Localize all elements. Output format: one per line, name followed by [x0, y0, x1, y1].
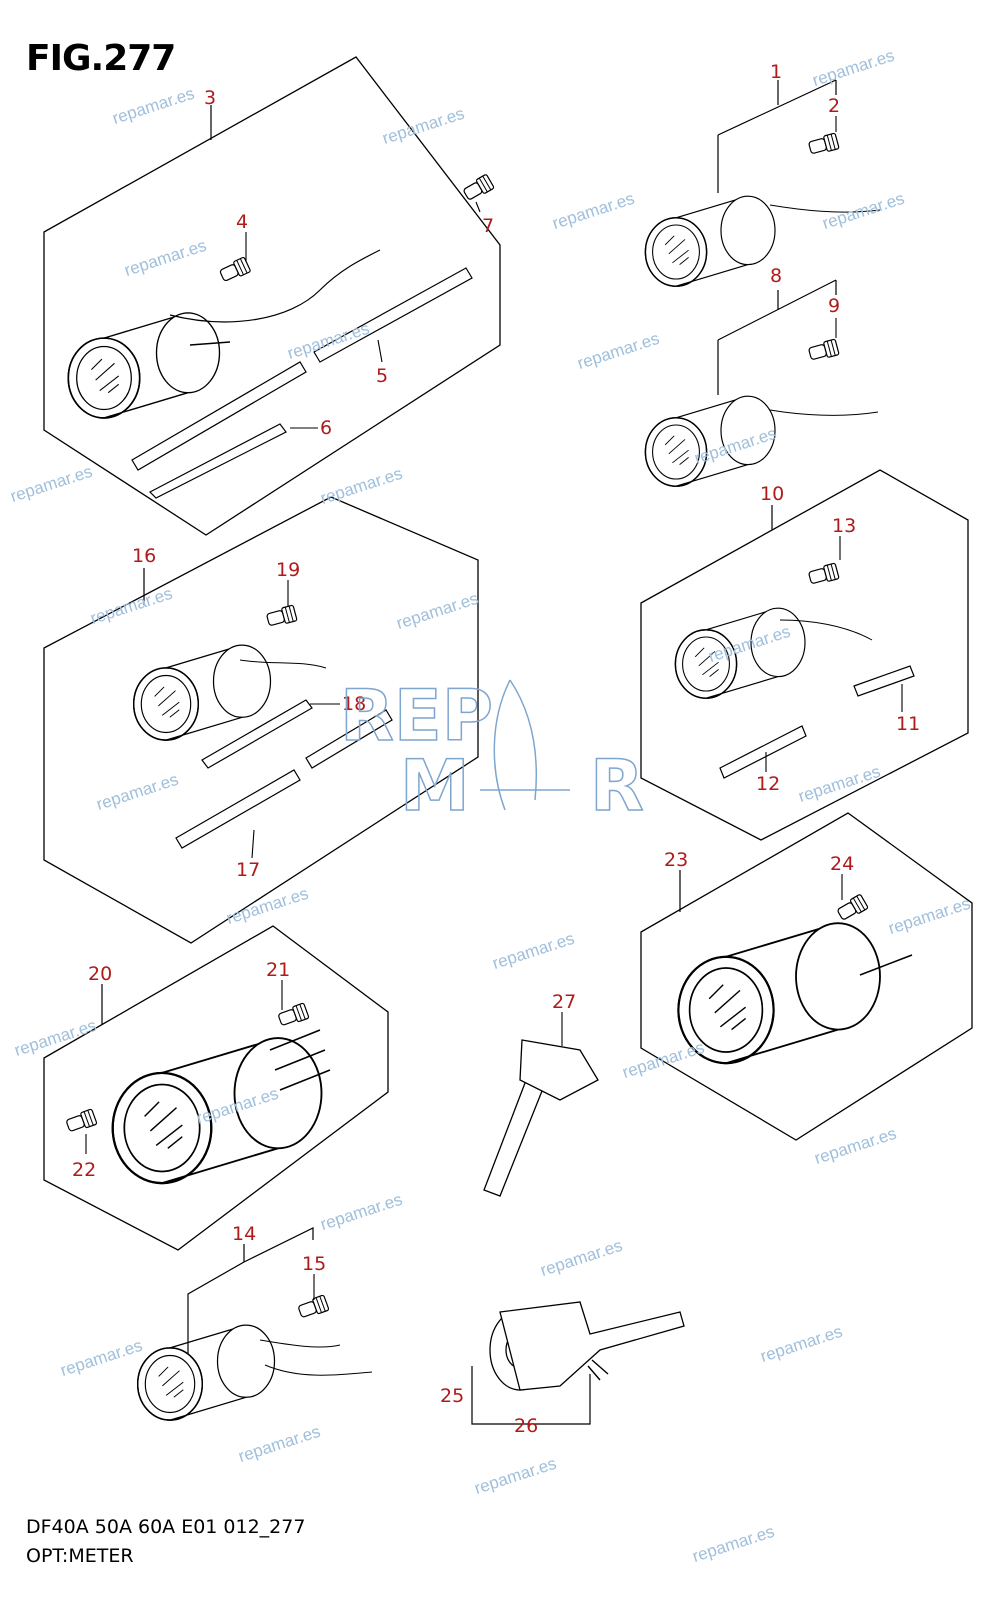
box-3 [43, 56, 501, 536]
group-boxes [43, 56, 973, 1251]
part-19-bulb [265, 604, 298, 629]
box-20 [43, 925, 389, 1251]
part-26-screw [587, 1359, 609, 1381]
callout-23: 23 [664, 849, 688, 871]
callout-26: 26 [514, 1415, 538, 1437]
part-12-harness [719, 725, 807, 779]
callout-19: 19 [276, 559, 300, 581]
callout-14: 14 [232, 1223, 256, 1245]
callout-24: 24 [830, 853, 854, 875]
callout-22: 22 [72, 1159, 96, 1181]
svg-text:REP: REP [340, 675, 493, 757]
footer-model: DF40A 50A 60A E01 012_277 [26, 1516, 306, 1538]
part-3-gauge [67, 249, 381, 419]
box-23 [640, 812, 973, 1141]
part-25-trim-sender [489, 1301, 685, 1391]
callout-20: 20 [88, 963, 112, 985]
box-16 [43, 496, 479, 944]
callout-3: 3 [204, 87, 216, 109]
callout-13: 13 [832, 515, 856, 537]
callout-9: 9 [828, 295, 840, 317]
callout-18: 18 [342, 693, 366, 715]
part-14-gauge-real [136, 1324, 373, 1421]
part-11-harness [853, 665, 915, 697]
callout-16: 16 [132, 545, 156, 567]
callout-12: 12 [756, 773, 780, 795]
callout-2: 2 [828, 95, 840, 117]
footer-section: OPT:METER [26, 1545, 134, 1567]
callout-8: 8 [770, 265, 782, 287]
callout-4: 4 [236, 211, 248, 233]
part-22-bulb [64, 1108, 98, 1135]
box-10 [640, 469, 969, 841]
callout-17: 17 [236, 859, 260, 881]
part-17-tube-b [305, 709, 393, 769]
part-15-bulb [296, 1294, 330, 1321]
callout-7: 7 [482, 215, 494, 237]
svg-text:R: R [590, 745, 644, 820]
callout-25: 25 [440, 1385, 464, 1407]
part-5-tube [313, 267, 473, 363]
callout-labels: 1 2 3 4 5 6 7 8 9 10 11 12 13 14 15 16 1… [72, 61, 920, 1437]
part-13-bulb [807, 562, 840, 587]
callout-6: 6 [320, 417, 332, 439]
callout-5: 5 [376, 365, 388, 387]
callout-11: 11 [896, 713, 920, 735]
part-23-gauge [677, 922, 913, 1065]
callout-10: 10 [760, 483, 784, 505]
part-2-bulb [807, 132, 840, 157]
svg-text:M: M [400, 745, 470, 820]
part-27-sender [483, 1039, 599, 1197]
part-10-gauge [674, 607, 873, 699]
callout-27: 27 [552, 991, 576, 1013]
callout-1: 1 [770, 61, 782, 83]
figure-title: FIG.277 [26, 38, 176, 79]
part-18-tie [201, 699, 313, 769]
part-1-gauge [644, 195, 881, 287]
callout-15: 15 [302, 1253, 326, 1275]
part-24-bulb [835, 893, 869, 923]
part-8-gauge [644, 395, 879, 487]
callout-21: 21 [266, 959, 290, 981]
part-7-bulb [461, 173, 495, 203]
part-20-gauge [111, 1029, 331, 1185]
leader-lines [101, 79, 837, 1425]
part-17-tube [175, 769, 301, 849]
part-5-tube-b [131, 361, 307, 471]
repamar-logo: REP M R [340, 674, 645, 820]
part-6-tie [148, 423, 287, 499]
part-16-gauge [132, 644, 327, 741]
part-9-bulb [807, 338, 840, 363]
